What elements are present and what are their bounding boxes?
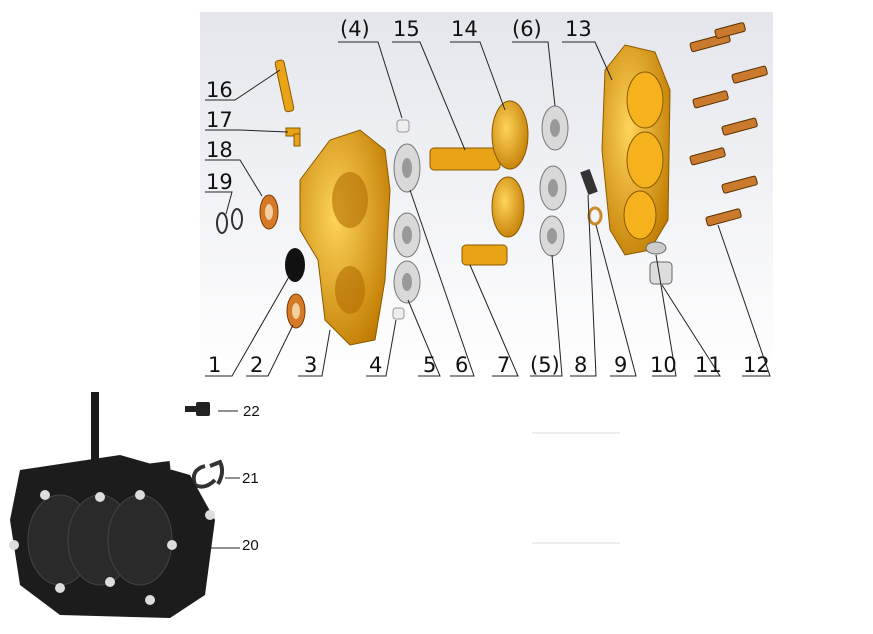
part-13-housing-right <box>601 44 671 256</box>
part-6-bearings-right <box>539 105 569 257</box>
part-2-seal <box>286 293 306 329</box>
part-10-washer <box>645 241 667 255</box>
leader-lines <box>205 41 771 549</box>
callout-label: 18 <box>206 138 233 162</box>
part-20-assembled-gearbox <box>9 392 215 618</box>
callouts-top: (4) 15 14 (6) 13 <box>340 17 592 41</box>
callouts-bottom: 1 2 3 4 5 6 7 (5) 8 9 10 11 12 <box>208 353 770 377</box>
callout-label: 22 <box>243 403 260 420</box>
callout-label: 16 <box>206 78 233 102</box>
part-8-sensor <box>580 169 598 195</box>
callout-label: 3 <box>304 353 317 377</box>
callout-label: (4) <box>340 17 370 41</box>
part-12-bolts <box>689 22 768 227</box>
callout-label: 20 <box>242 537 259 554</box>
callout-label: (5) <box>530 353 560 377</box>
callout-label: 14 <box>451 17 478 41</box>
callout-label: 9 <box>614 353 627 377</box>
callout-label: 10 <box>650 353 677 377</box>
part-3-housing-left <box>299 129 391 346</box>
part-16-shaft <box>274 59 295 113</box>
callout-label: 2 <box>250 353 263 377</box>
part-18-seal <box>259 194 279 230</box>
callout-label: 12 <box>743 353 770 377</box>
callouts-assembly: 22 21 20 <box>242 403 260 554</box>
part-22-fitting <box>185 402 210 416</box>
callouts-left: 16 17 18 19 <box>206 78 233 194</box>
part-1-cap <box>285 248 305 282</box>
callout-label: 21 <box>242 470 259 487</box>
callout-label: 5 <box>423 353 436 377</box>
callout-label: 15 <box>393 17 420 41</box>
part-4-dowels <box>392 119 410 320</box>
callout-label: 19 <box>206 170 233 194</box>
part-19-circlips <box>216 208 243 234</box>
part-5-6-bearings <box>393 143 421 304</box>
callout-label: 17 <box>206 108 233 132</box>
part-11-plug <box>649 261 673 285</box>
callout-label: 4 <box>369 353 382 377</box>
part-21-clip <box>191 459 225 489</box>
callout-label: 13 <box>565 17 592 41</box>
callout-label: 11 <box>695 353 722 377</box>
callout-label: 8 <box>574 353 587 377</box>
callout-label: 7 <box>497 353 510 377</box>
callout-label: 6 <box>455 353 468 377</box>
part-14-15-gear-shaft <box>429 100 529 266</box>
callout-label: 1 <box>208 353 221 377</box>
callout-label: (6) <box>512 17 542 41</box>
